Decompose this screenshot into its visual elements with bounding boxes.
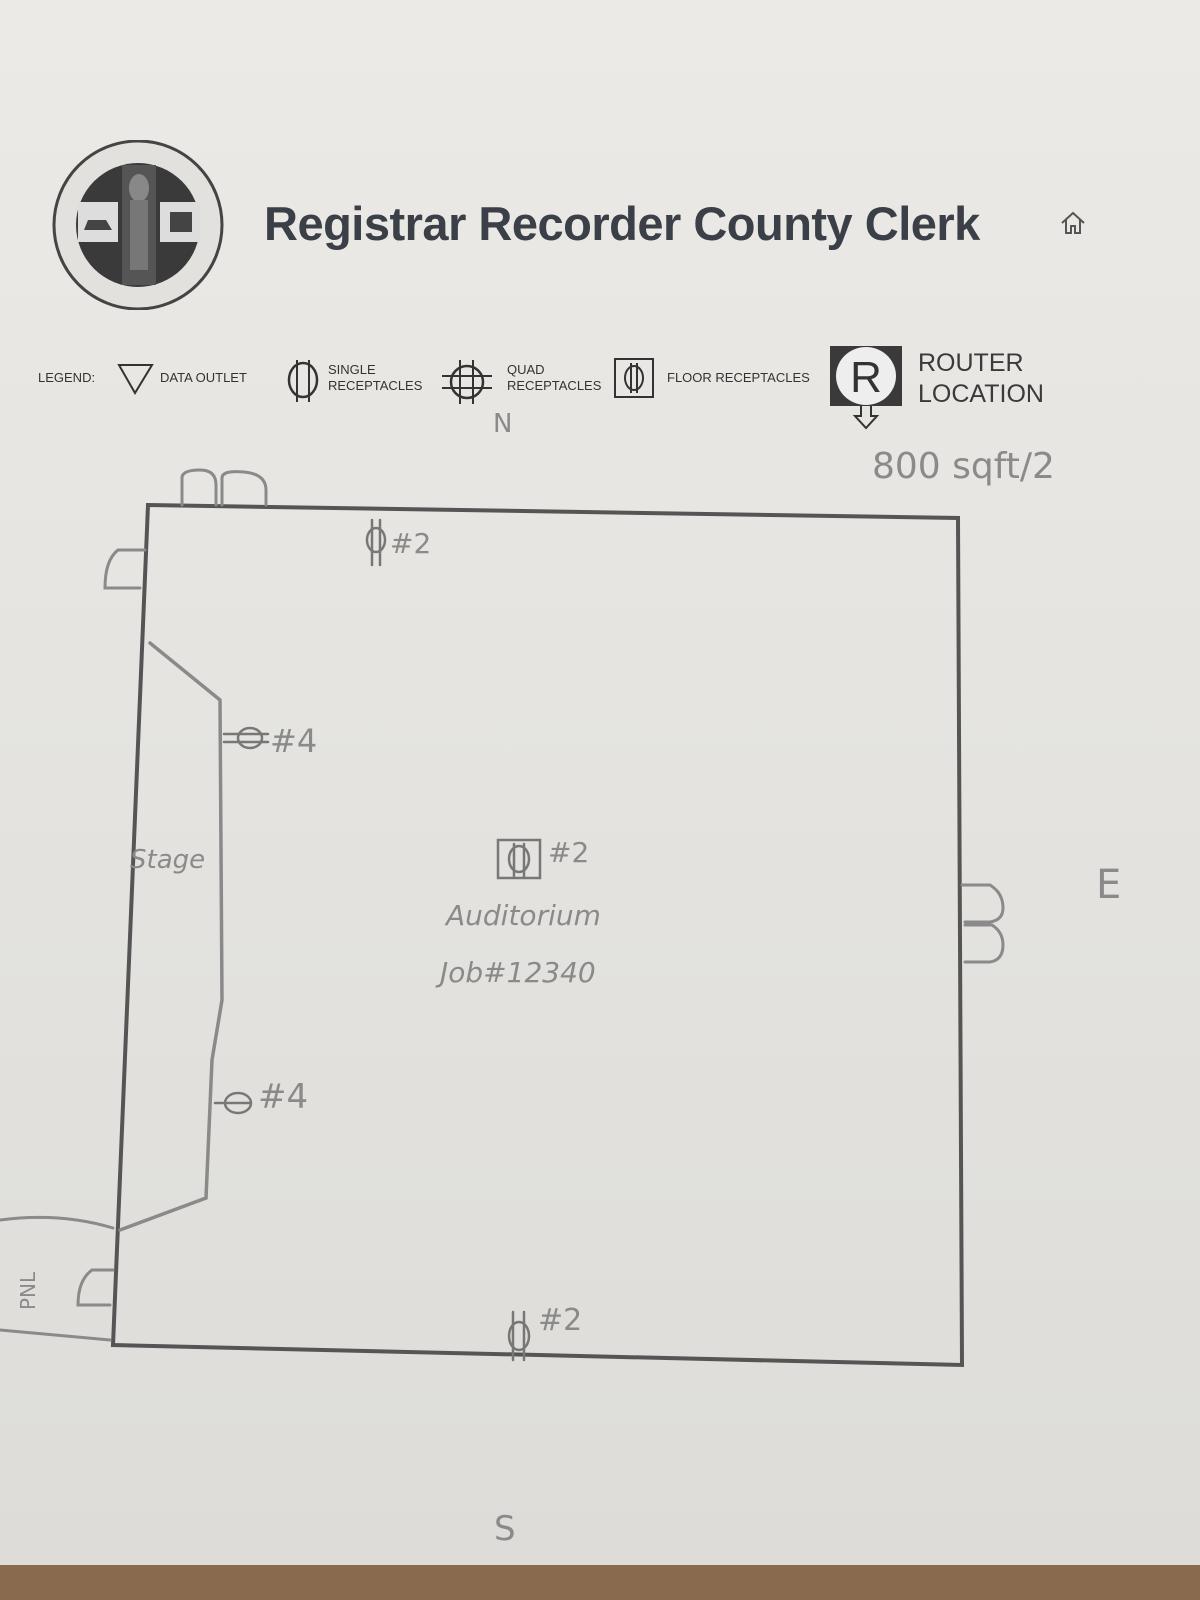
legend-router-line1: ROUTER [918, 349, 1024, 377]
door-symbols [76, 468, 1005, 1307]
router-icon: R [830, 346, 902, 430]
legend-floor-receptacles: FLOOR RECEPTACLES [667, 370, 810, 385]
router-glyph: R [850, 353, 882, 402]
page-title: Registrar Recorder County Clerk [264, 197, 980, 250]
job-label: Job#12340 [435, 956, 596, 989]
legend-single-line1: SINGLE [328, 362, 376, 377]
home-icon[interactable] [1058, 208, 1088, 238]
panel-label: PNL [16, 1271, 40, 1310]
single-receptacle-icon [287, 360, 319, 402]
stage-label: Stage [130, 845, 205, 875]
area-note: 800 sqft/2 [872, 446, 1055, 487]
legend-single-line2: RECEPTACLES [328, 378, 423, 393]
top-receptacle-count: #2 [390, 527, 431, 560]
floor-receptacle-icon [614, 358, 654, 398]
east-marker: E [1096, 862, 1121, 908]
legend-router-line2: LOCATION [918, 380, 1044, 408]
panel-wall [0, 1215, 115, 1342]
north-marker: N [493, 409, 512, 439]
south-marker: S [494, 1509, 516, 1549]
triangle-down-icon [117, 364, 154, 395]
quad-receptacle-icon [442, 360, 492, 404]
upper-stage-receptacle-count: #4 [270, 722, 317, 760]
desk-surface [0, 1565, 1200, 1600]
legend-label: LEGEND: [38, 370, 96, 385]
stage-outline [118, 641, 224, 1232]
lower-stage-receptacle-count: #4 [258, 1077, 308, 1117]
county-seal-logo [52, 140, 224, 310]
legend-quad-line1: QUAD [507, 362, 545, 377]
bottom-receptacle-count: #2 [538, 1303, 582, 1338]
legend-quad-line2: RECEPTACLES [507, 378, 602, 393]
floor-receptacle-count: #2 [548, 836, 589, 869]
room-label: Auditorium [444, 899, 601, 932]
receptacle-marks [213, 518, 542, 1362]
legend-data-outlet: DATA OUTLET [160, 370, 247, 385]
room-outline [110, 502, 965, 1368]
legend-router-location: ROUTER LOCATION [918, 348, 1044, 410]
